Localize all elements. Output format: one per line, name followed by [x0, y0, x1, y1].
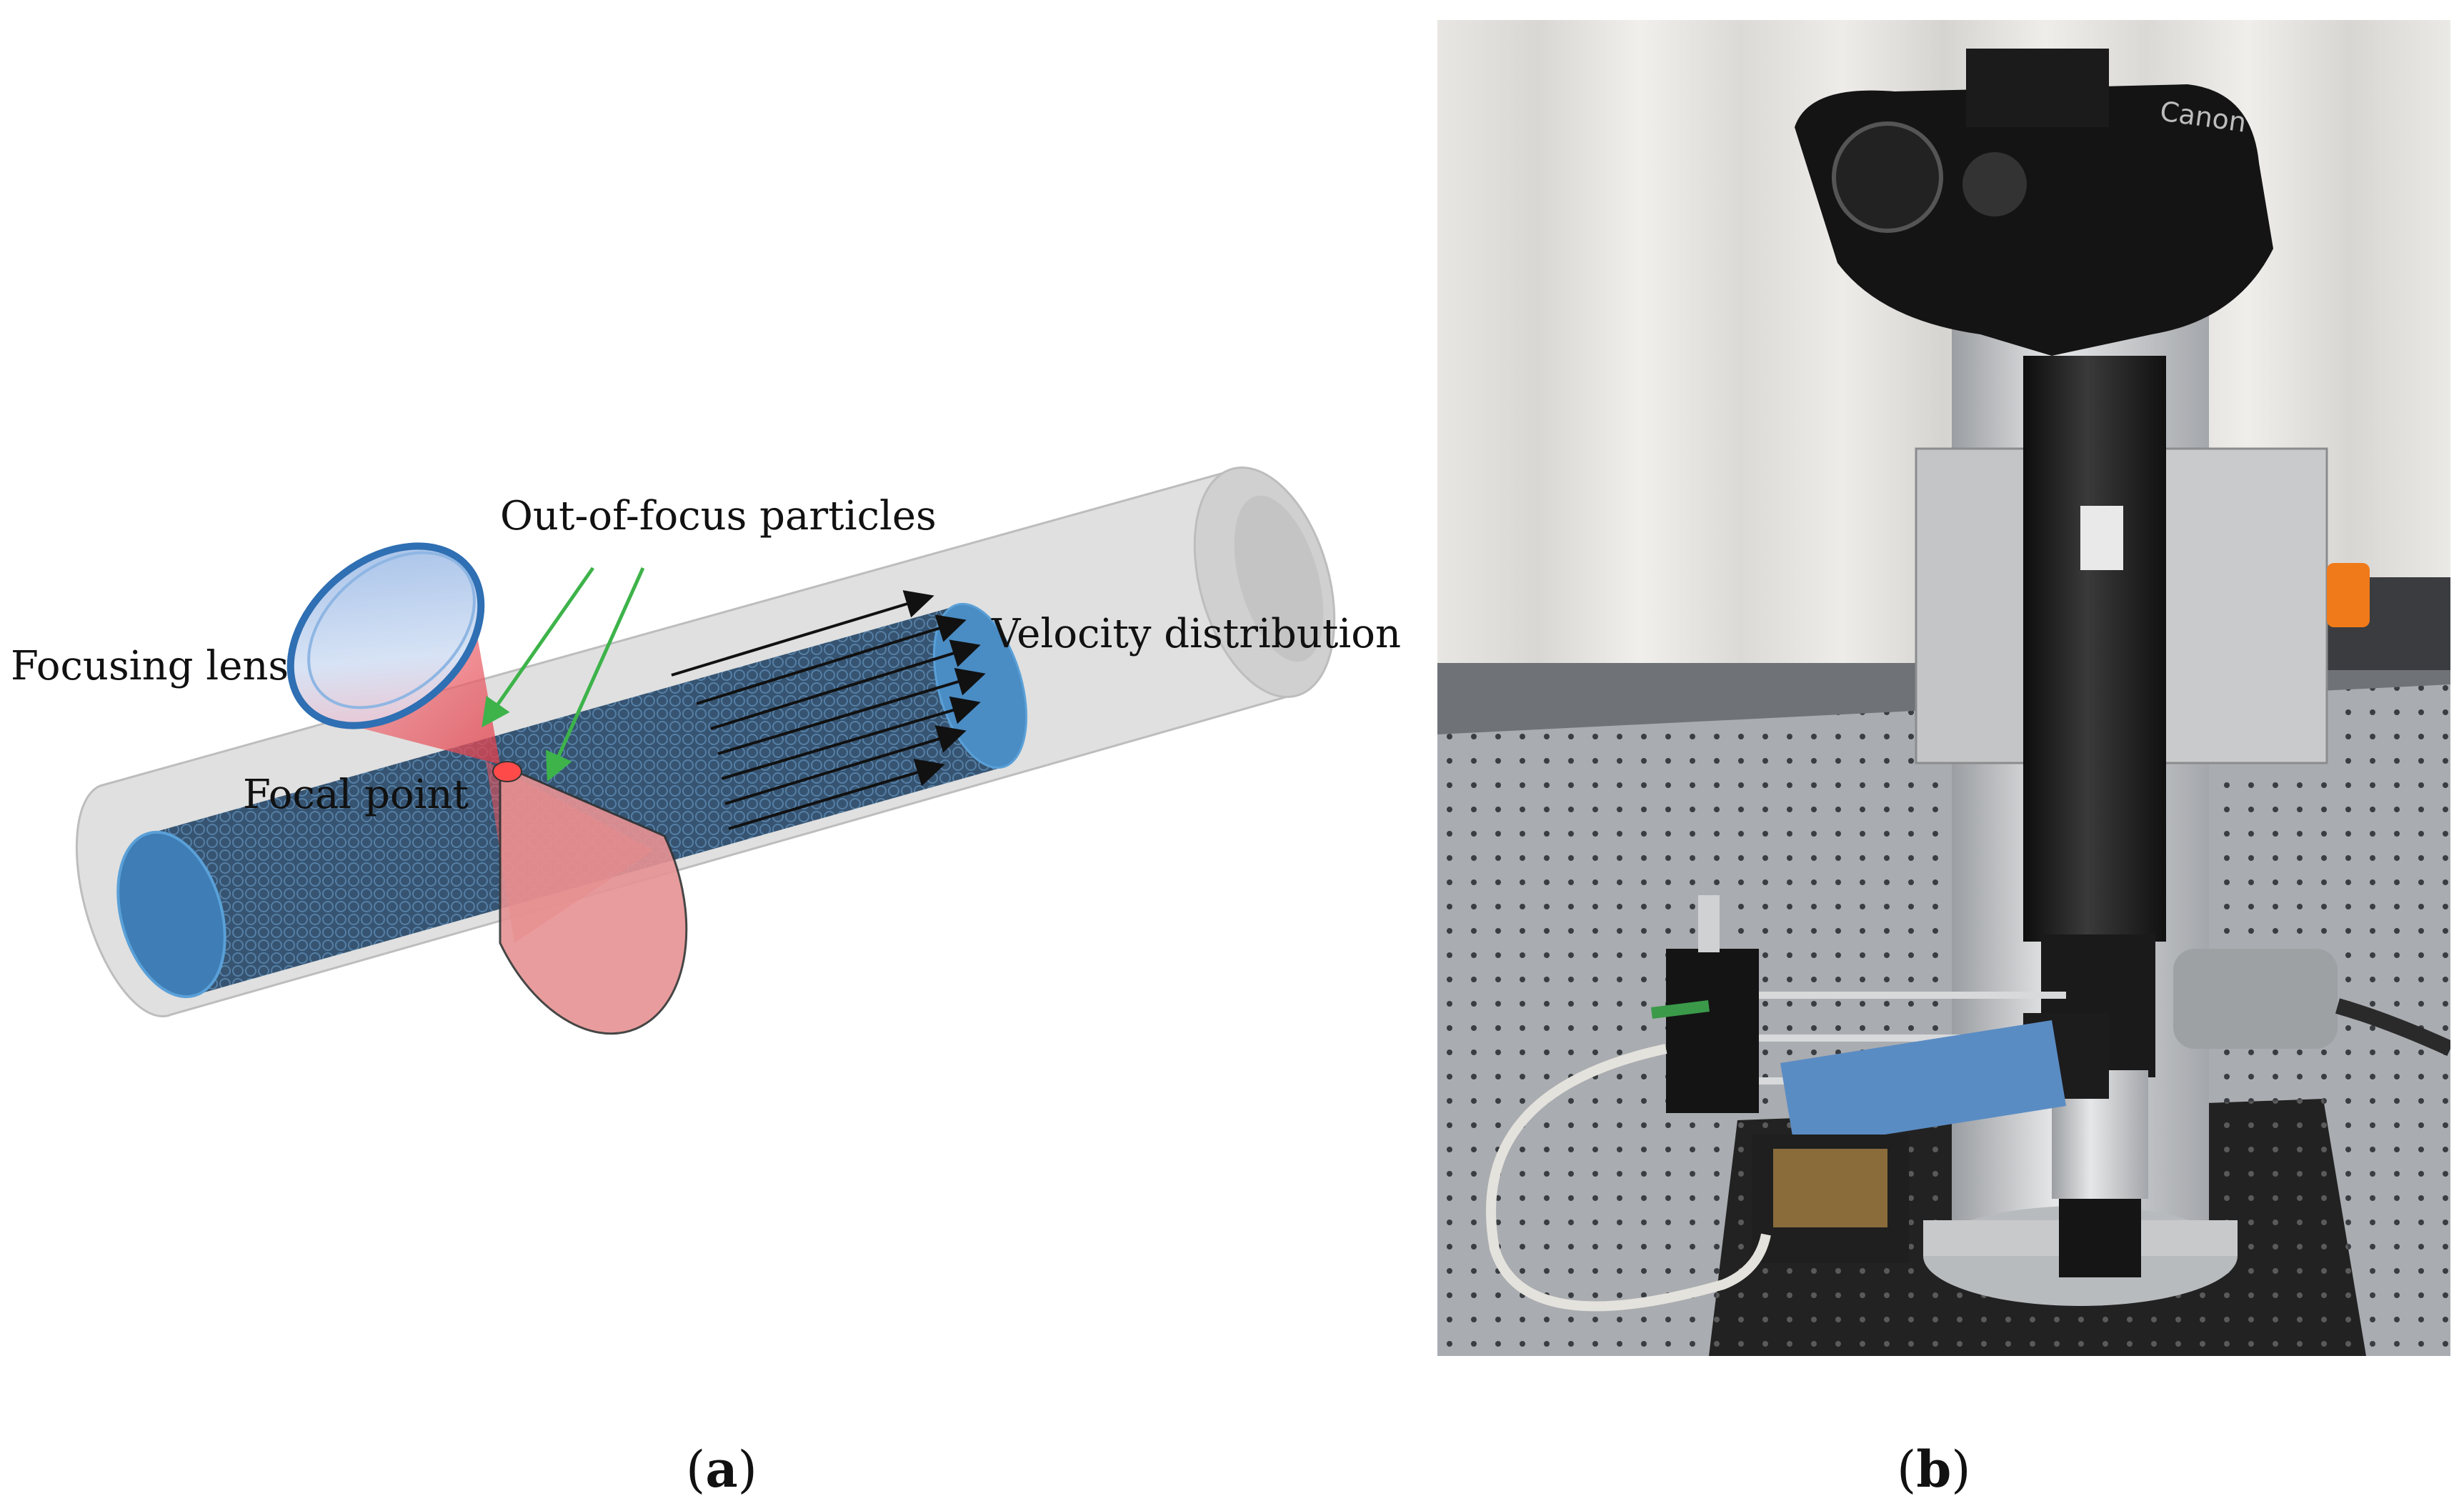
caption-b: (b) [1897, 1440, 1971, 1499]
connector-cable [2173, 949, 2450, 1057]
panel-b-photo: Canon [1437, 20, 2450, 1356]
label-focusing-lens: Focusing lens [11, 643, 289, 689]
pointer-arrows [482, 567, 645, 782]
panel-a-schematic: Out-of-focus particles Focusing lens Vel… [11, 466, 1402, 1035]
caption-a: (a) [686, 1440, 757, 1499]
camera-body: Canon [1795, 49, 2273, 356]
setup-photo-illustration: Canon [1437, 20, 2450, 1356]
label-out-of-focus: Out-of-focus particles [500, 493, 937, 539]
velocity-arrows [671, 590, 986, 830]
mount-plate-right [2161, 447, 2328, 764]
green-cable-end [1651, 1000, 1710, 1019]
daq-box [1780, 1020, 2066, 1149]
label-focal-point: Focal point [243, 772, 469, 818]
white-cable [1486, 1044, 1771, 1312]
schematic-drawing [75, 466, 1336, 1035]
focal-spot [492, 761, 522, 782]
label-velocity-distribution: Velocity distribution [992, 611, 1402, 657]
optical-tube [2023, 356, 2166, 942]
focusing-lens [286, 542, 485, 729]
orange-knob [2327, 563, 2370, 627]
tube-label-sticker [2080, 506, 2123, 570]
